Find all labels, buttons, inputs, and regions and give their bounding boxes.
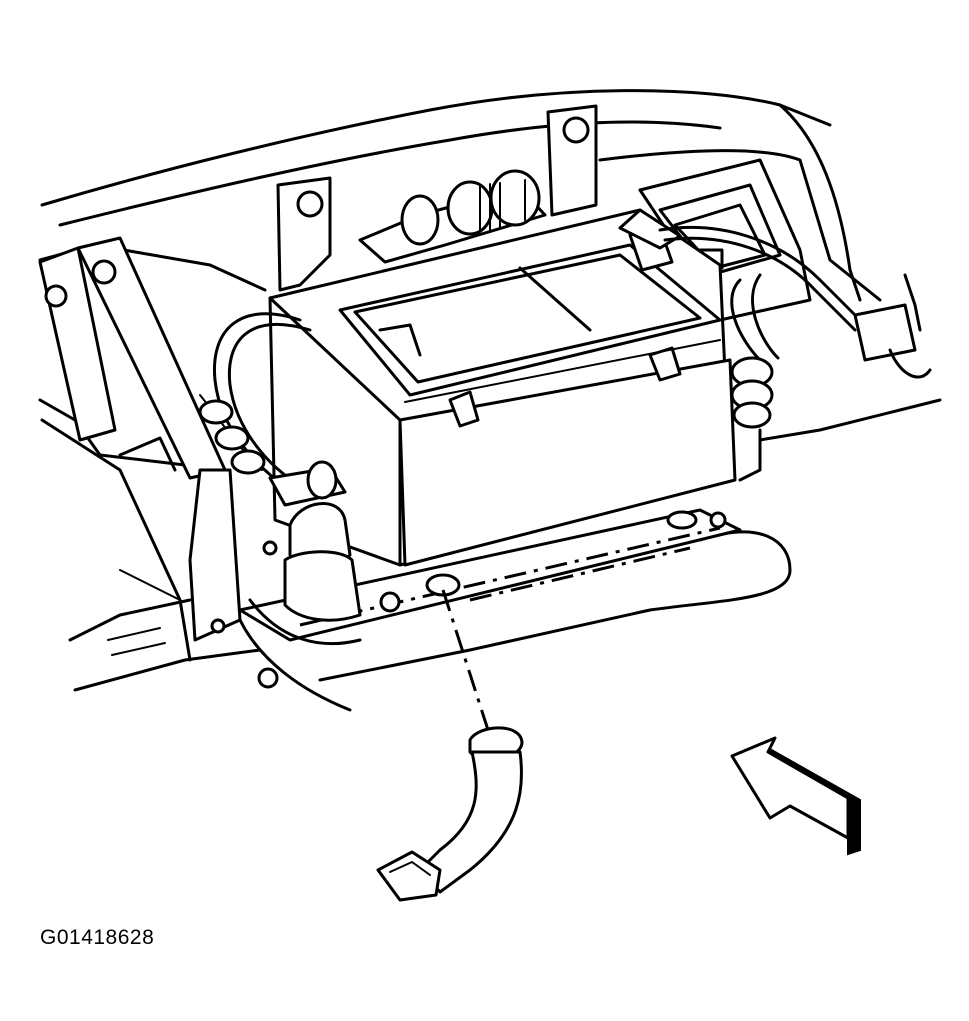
top-mounting-brackets — [276, 104, 598, 292]
bracket-bolt-icon — [44, 284, 68, 308]
blower-actuator — [358, 169, 547, 264]
hvac-module-housing — [268, 208, 737, 567]
left-wiring-harness — [119, 312, 362, 712]
housing-clip — [448, 390, 480, 428]
bracket-bolt-icon — [91, 259, 117, 285]
drain-alignment-line — [441, 589, 490, 731]
top-bracket-bolt-icon — [562, 116, 590, 144]
view-direction-arrow-icon — [730, 736, 861, 856]
drain-hose — [376, 726, 524, 902]
lower-mounting-rail — [238, 508, 742, 642]
left-mounting-bracket — [38, 236, 227, 480]
right-harness-connector — [853, 303, 917, 362]
drain-port-hole — [425, 573, 461, 597]
rail-fastener — [379, 591, 401, 613]
figure-id-label: G01418628 — [40, 926, 155, 949]
top-bracket-bolt-icon — [296, 190, 324, 218]
right-wiring-harness — [658, 226, 932, 482]
